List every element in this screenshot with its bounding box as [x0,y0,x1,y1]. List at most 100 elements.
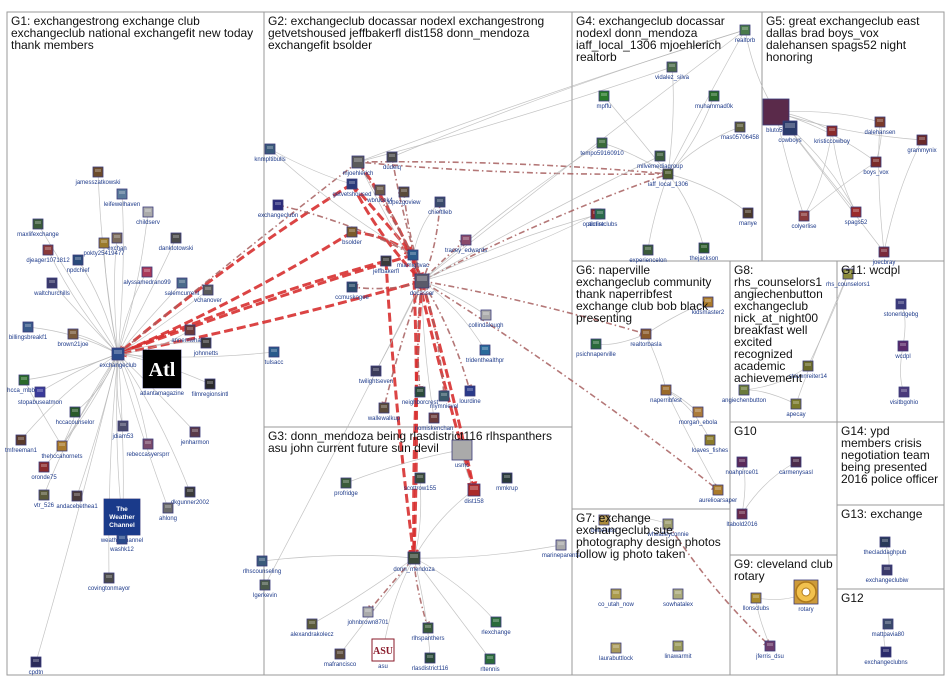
node-childserv[interactable]: childserv [136,206,160,226]
node-alyssamedrano99[interactable]: alyssamedrano99 [123,266,171,286]
node-bsolder[interactable]: bsolder [342,226,362,246]
node-npdchief[interactable]: npdchief [67,254,90,274]
node-tracey-edwards[interactable]: tracey_edwards [445,234,487,254]
node-waltchurchills[interactable]: waltchurchills [33,277,70,297]
node-thecladdaghpub[interactable]: thecladdaghpub [864,536,907,556]
node-vtr-526[interactable]: vtr_526 [34,489,55,509]
node-ltabold2016[interactable]: ltabold2016 [726,508,758,528]
node-vchanover[interactable]: vchanover [194,284,222,304]
node-milvemediagroup[interactable]: milvemediagroup [637,150,684,170]
node-apecay[interactable]: apecay [786,398,806,418]
node-angiechenbutton[interactable]: angiechenbutton [722,384,766,404]
node-manye[interactable]: manye [739,207,758,227]
node-wallewalkup[interactable]: wallewalkup [367,402,401,422]
node-oronde75[interactable]: oronde75 [31,461,57,481]
node-jdiam53[interactable]: jdiam53 [111,420,134,440]
node-nomiskenchan[interactable]: nomiskenchan [415,412,454,432]
node-djeager1071812[interactable]: djeager1071812 [26,244,70,264]
node-boys-vox[interactable]: boys_vox [863,156,889,176]
node-exchangeclubns[interactable]: exchangeclubns [864,646,908,666]
node-neighborcrest[interactable]: neighborcrest [402,386,439,406]
node-danktotowski[interactable]: danktotowski [159,232,194,252]
node-ahlong[interactable]: ahlong [159,502,177,522]
node-twilightseven[interactable]: twilightseven [359,365,393,385]
node-psichnaperville[interactable]: psichnaperville [576,338,617,358]
node-andacebethea1[interactable]: andacebethea1 [56,490,98,510]
node-g7a[interactable]: co_utah_now [598,588,635,608]
node-jamesszatkowski[interactable]: jamesszatkowski [74,166,121,186]
node-leifewelhaven[interactable]: leifewelhaven [104,188,140,208]
node-exchangeclubn[interactable]: exchangeclubn [258,199,298,219]
node-lgerkevin[interactable]: lgerkevin [253,579,277,599]
node-jenharmon[interactable]: jenharmon [180,426,209,446]
node-exchangeclubiw[interactable]: exchangeclubiw [866,564,909,584]
node-mafrancisco[interactable]: mafrancisco [324,648,357,668]
node-mymnievel[interactable]: mymnievel [430,390,459,410]
node-kristiccowboy[interactable]: kristiccowboy [814,125,850,145]
node-noahpirce01[interactable]: noahpirce01 [725,456,759,476]
node-visitbgohio[interactable]: visitbgohio [890,386,919,406]
node-rlexchange[interactable]: rlexchange [481,616,511,636]
node-stevenreiter14[interactable]: stevenreiter14 [789,360,828,380]
node-vidalez-silva[interactable]: vidalez_silva [655,61,690,81]
node-brown21joe[interactable]: brown21joe [57,328,89,348]
node-covingtonmayor[interactable]: covingtonmayor [88,572,130,592]
node-salemcurrent[interactable]: salemcurrent [165,277,200,297]
node-aurelioarsaper[interactable]: aurelioarsaper [699,484,737,504]
node-llonsclubs[interactable]: llonsclubs [743,592,769,612]
node-alexandrakolecz[interactable]: alexandrakolecz [290,618,334,638]
node-stonerldgebg[interactable]: stonerldgebg [884,298,919,318]
node-annemwhalen[interactable]: annemwhalen [171,324,209,344]
node-jferris-dsu[interactable]: jferris_dsu [755,640,784,660]
node-ccmuskogee[interactable]: ccmuskogee [335,281,370,301]
node-linawarmit[interactable]: linawarmit [664,640,692,660]
node-ecowboys[interactable]: cowboys [778,120,802,144]
node-thejackson[interactable]: thejackson [690,242,719,262]
node-rlhspanthers[interactable]: rlhspanthers [411,622,445,642]
node-grammynix[interactable]: grammynix [907,134,937,154]
node-spags52[interactable]: spags52 [845,206,868,226]
node-wbrucek4[interactable]: wbrucek4 [366,184,393,204]
node-johnnetts[interactable]: johnnetts [193,337,218,357]
node-mmkrup[interactable]: mmkrup [496,472,518,492]
node-docassar[interactable]: docassar [410,273,434,297]
node-rlhscounseling[interactable]: rlhscounseling [243,555,281,575]
node-donn-mendoza[interactable]: donn_mendoza [393,551,435,573]
node-colyerlise[interactable]: colyerlise [791,210,817,230]
node-tmfreeman1[interactable]: tmfreeman1 [5,434,38,454]
node-rltennis[interactable]: rltennis [480,653,500,673]
node-chieftlleb[interactable]: chieftlleb [428,196,453,216]
node-rebeccasyersprr[interactable]: rebeccasyersprr [126,438,170,458]
node-maxlifexchange[interactable]: maxlifexchange [17,218,60,238]
node-wheatleyconnie[interactable]: wheatleyconnie [646,518,689,538]
node-laurabuttlock[interactable]: laurabuttlock [599,642,634,662]
node-carmenysasl[interactable]: carmenysasl [779,456,813,476]
node-joecbray[interactable]: joecbray [872,246,896,266]
node-muhammad0k[interactable]: muhammad0k [695,90,734,110]
node-rlasdistrict116[interactable]: rlasdistrict116 [412,652,449,672]
node-miamighvac[interactable]: miamighvac [397,249,429,269]
node-optimistclubs[interactable]: optimistclubs [583,208,618,228]
node-scottrow155[interactable]: scottrow155 [404,472,437,492]
node-usmc[interactable]: usmc [451,439,473,469]
node-hccacounselor[interactable]: hccacounselor [56,406,95,426]
node-filmregionsintl[interactable]: filmregionsintl [192,378,229,398]
node-pokty2549477[interactable]: pokty25419477 [83,237,125,257]
node-hcca-mbball[interactable]: hcca_mbball [7,374,41,394]
node-iaff-local-1306[interactable]: iaff_local_1306 [648,168,689,188]
node-morgan-ebola[interactable]: morgan_ebola [679,406,718,426]
node-dudeiq[interactable]: dudeiq [383,151,401,171]
node-lopezgoview[interactable]: lopezgoview [387,186,421,206]
node-wcdpl[interactable]: wcdpl [894,340,911,360]
node-mas05706458[interactable]: mas05706458 [721,121,760,141]
node-mpffu[interactable]: mpffu [597,90,612,110]
node-cpdtn[interactable]: cpdtn [29,656,44,676]
node-rhs-counselors1[interactable]: rhs_counselors1 [826,268,871,288]
node-tulsacc[interactable]: tulsacc [265,346,284,366]
node-realtorbasla[interactable]: realtorbasla [630,328,662,348]
node-bettekuss[interactable]: bettekuss [591,514,617,534]
node-marineparents[interactable]: marineparents [542,539,580,559]
node-collindalough[interactable]: collindalough [468,309,504,329]
node-dalehansen[interactable]: dalehansen [864,116,896,136]
node-exchan[interactable]: exchan [107,232,127,252]
